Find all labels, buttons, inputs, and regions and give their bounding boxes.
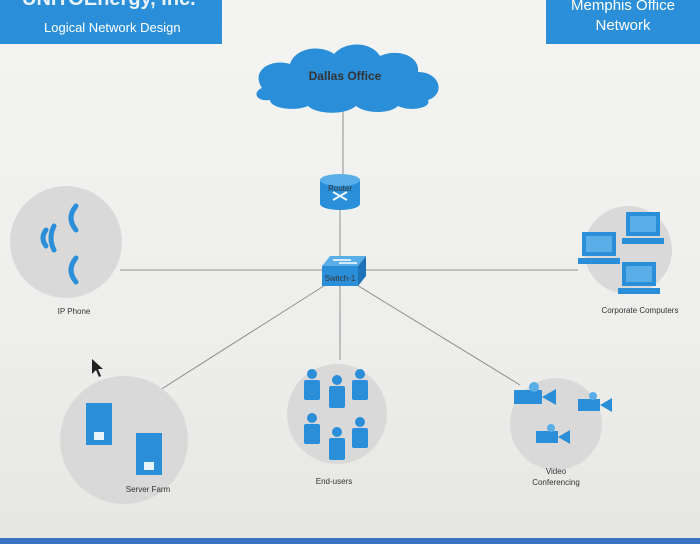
dallas-office-cloud: Dallas Office — [256, 44, 439, 113]
video-conferencing-node: Video Conferencing — [510, 378, 612, 487]
office-banner-line1: Memphis Office — [571, 0, 675, 14]
computer-icon — [618, 262, 660, 294]
video-label-line2: Conferencing — [532, 478, 580, 487]
switch-icon: Switch-1 — [322, 256, 366, 286]
bottom-border — [0, 538, 700, 544]
video-camera-icon — [536, 424, 570, 444]
page-subtitle: Logical Network Design — [44, 20, 181, 35]
computer-icon — [622, 212, 664, 244]
switch-label: Switch-1 — [325, 274, 356, 283]
corporate-computers-label: Corporate Computers — [602, 306, 679, 315]
video-label-line1: Video — [546, 467, 567, 476]
server-icon — [136, 433, 162, 475]
end-users-label: End-users — [316, 477, 352, 486]
video-camera-icon — [514, 382, 556, 405]
computer-icon — [578, 232, 620, 264]
ip-phone-label: IP Phone — [58, 307, 91, 316]
cloud-label: Dallas Office — [309, 69, 382, 83]
connection-lines — [120, 110, 578, 391]
office-banner: Memphis Office Network — [546, 0, 700, 44]
phone-handset-icon — [40, 203, 79, 285]
link-switch-server — [159, 281, 331, 391]
office-banner-line2: Network — [595, 17, 651, 34]
mouse-cursor-icon — [92, 359, 103, 377]
router-icon: Router — [320, 174, 360, 210]
server-farm-node: Server Farm — [60, 376, 188, 504]
users-icon — [304, 369, 368, 460]
ip-phone-node: IP Phone — [10, 186, 122, 316]
corporate-computers-node: Corporate Computers — [578, 206, 678, 315]
router-label: Router — [328, 184, 352, 193]
server-farm-label: Server Farm — [126, 485, 171, 494]
server-icon — [86, 403, 112, 445]
title-banner: UNITOEnergy, Inc. Logical Network Design — [0, 0, 222, 44]
link-switch-video — [351, 281, 521, 386]
video-camera-icon — [578, 392, 612, 412]
company-name: UNITOEnergy, Inc. — [22, 0, 196, 11]
end-users-node: End-users — [287, 364, 387, 486]
